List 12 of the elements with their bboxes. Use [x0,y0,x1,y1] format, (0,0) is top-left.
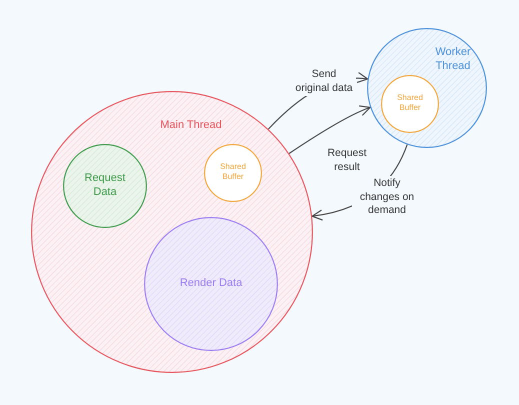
circle-node [144,217,278,351]
node-label: Request Data [84,172,126,200]
node-label: Shared Buffer [219,162,247,182]
node-label: Shared Buffer [396,93,424,113]
node-label: Main Thread [159,119,223,133]
circle-node [367,28,487,148]
node-label: Render Data [178,277,244,291]
arrow [288,106,371,154]
circle-node [63,144,147,228]
circle-node [381,75,439,133]
circle-node [204,144,262,202]
node-label: Worker Thread [434,46,472,74]
